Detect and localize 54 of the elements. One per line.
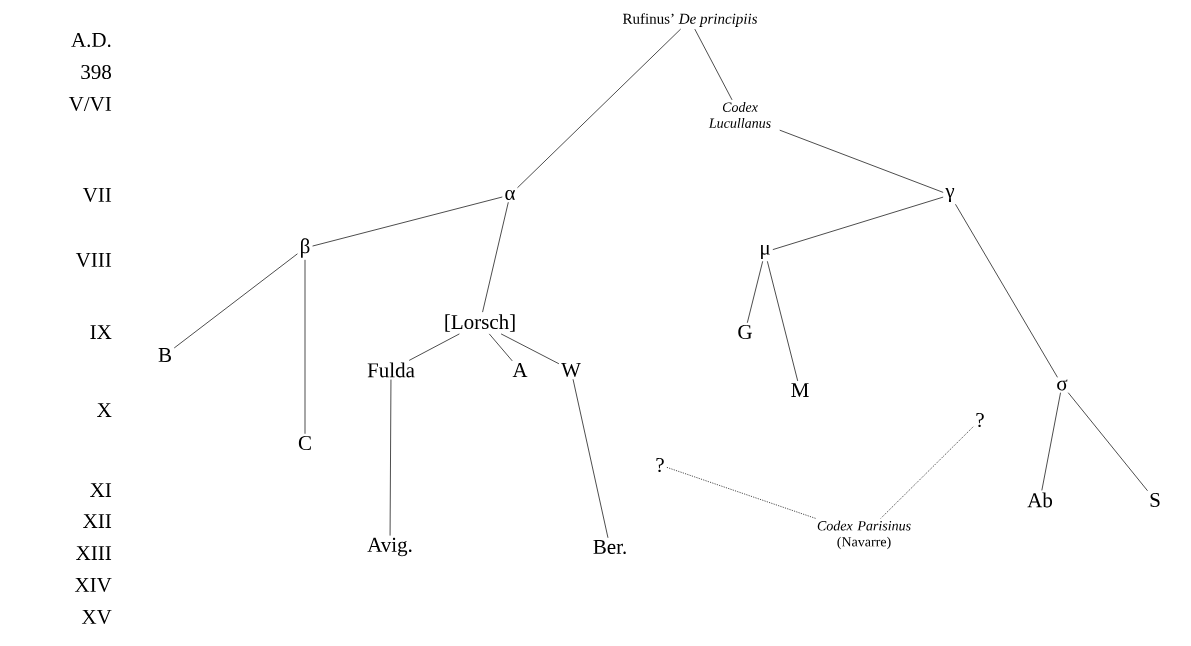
century-label: 398	[81, 64, 111, 80]
manuscript-label: Ber.	[593, 540, 626, 555]
stemma-line	[173, 253, 298, 349]
century-label: XI	[90, 483, 112, 497]
manuscript-label: G	[738, 324, 752, 340]
stemma-line	[408, 333, 460, 361]
century-label: VII	[82, 187, 112, 203]
stemma-line	[312, 196, 503, 247]
manuscript-label: Rufinus’ De principiis	[622, 13, 758, 27]
manuscript-label: μ	[761, 244, 770, 260]
manuscript-label: B	[158, 348, 171, 362]
stemma-line	[666, 467, 817, 519]
century-label: A.D.	[71, 32, 111, 48]
stemma-line	[767, 260, 799, 382]
stemma-line	[772, 196, 944, 250]
manuscript-label: [Lorsch]	[445, 314, 515, 332]
manuscript-label: Fulda	[367, 362, 415, 378]
manuscript-label: γ	[945, 187, 955, 203]
manuscript-label: A	[512, 363, 528, 377]
manuscript-label: M	[791, 383, 809, 397]
manuscript-label: Ab	[1027, 492, 1053, 508]
stemma-line	[389, 379, 392, 536]
century-label: IX	[90, 325, 112, 339]
stemma-line	[694, 28, 733, 101]
stemma-line	[482, 201, 509, 313]
manuscript-label: Codex Lucullanus	[708, 102, 771, 128]
manuscript-label: σ	[1057, 379, 1068, 391]
stemma-line	[500, 333, 560, 365]
century-label: XIV	[74, 577, 112, 593]
century-label: V/VI	[68, 96, 112, 112]
stemma-line	[572, 378, 609, 539]
manuscript-label: α	[505, 189, 516, 201]
stemma-line	[880, 426, 974, 519]
century-label: VIII	[75, 252, 112, 268]
manuscript-label: C	[298, 435, 311, 451]
stemma-line	[1041, 392, 1061, 491]
century-label: XII	[83, 514, 112, 528]
stemma-line	[746, 260, 764, 324]
manuscript-label: ?	[656, 457, 664, 473]
stemma-line	[304, 259, 306, 435]
stemma-line	[955, 203, 1058, 378]
manuscript-label: ?	[976, 412, 984, 428]
stemma-line	[488, 333, 513, 362]
manuscript-label: Avig.	[367, 537, 412, 557]
stemma-line	[1067, 392, 1148, 492]
stemma-line	[517, 28, 682, 189]
manuscript-label: β	[301, 238, 310, 258]
stemma-line	[779, 129, 944, 193]
manuscript-label: S	[1150, 492, 1160, 508]
century-label: XIII	[76, 546, 112, 560]
century-label: X	[97, 403, 112, 417]
manuscript-label: Codex Parisinus (Navarre)	[817, 520, 911, 550]
century-label: XV	[81, 609, 112, 625]
manuscript-label: W	[561, 362, 581, 378]
